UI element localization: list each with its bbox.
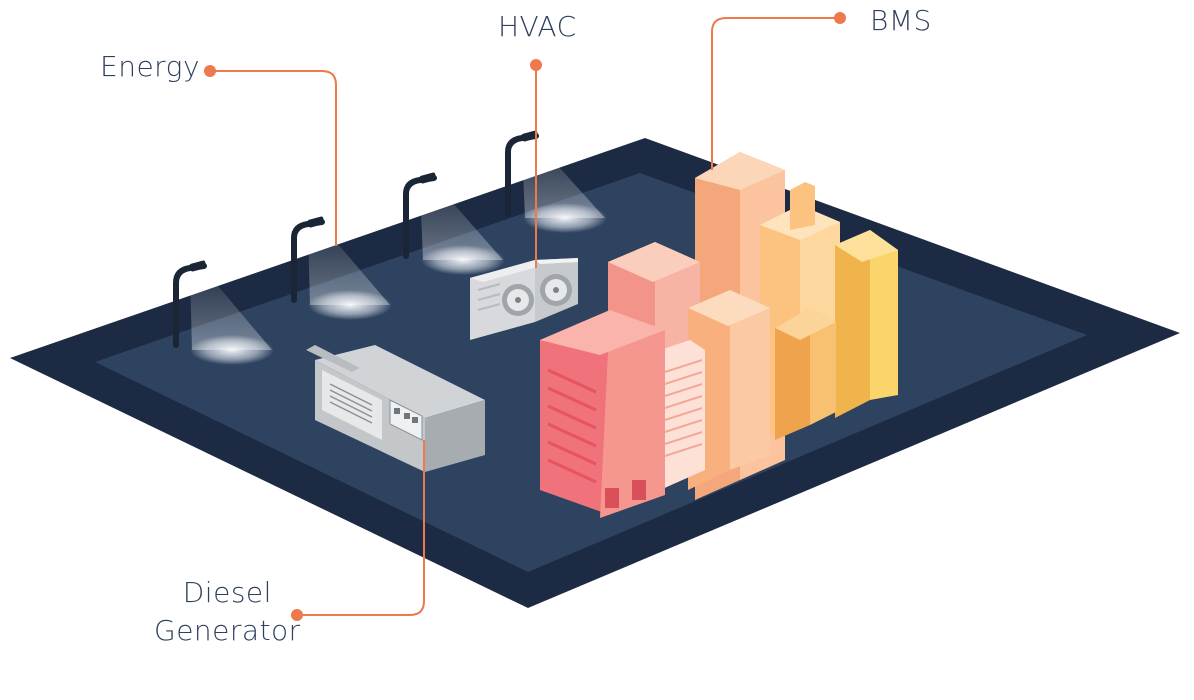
street-light-icon (403, 172, 505, 275)
hvac-callout (530, 59, 542, 268)
hvac-label: HVAC (498, 10, 577, 43)
building-icon (660, 340, 705, 490)
energy-callout (204, 65, 337, 246)
building-icon (540, 310, 665, 518)
hvac-unit-icon (470, 258, 578, 340)
street-light-icon (173, 260, 274, 365)
bms-label: BMS (870, 4, 932, 37)
energy-label: Energy (100, 50, 201, 83)
diesel-label-line1: Diesel (182, 576, 272, 609)
diesel-label-line2: Generator (154, 614, 301, 647)
building-icon (775, 308, 836, 440)
diesel-generator-icon (306, 345, 485, 472)
diesel-generator-callout (291, 440, 425, 621)
street-light-icon (291, 216, 392, 320)
street-light-icon (505, 130, 607, 233)
building-icon (835, 230, 898, 418)
bms-callout (711, 12, 846, 170)
diesel-generator-label: Diesel Generator (154, 574, 301, 650)
